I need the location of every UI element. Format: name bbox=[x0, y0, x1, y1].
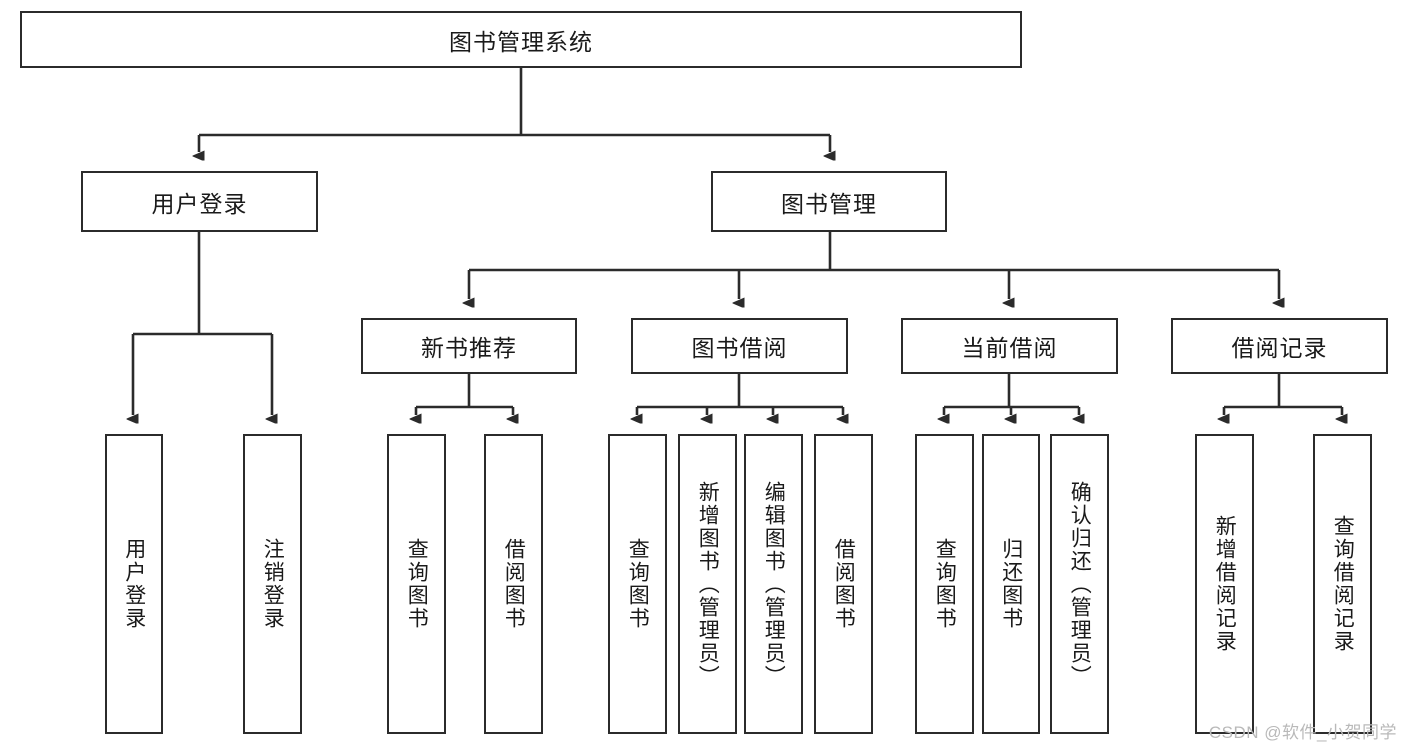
node-leaf-query-book[interactable]: 查询图书 bbox=[608, 434, 667, 734]
node-leaf-borrow-book[interactable]: 借阅图书 bbox=[814, 434, 873, 734]
node-root-label: 图书管理系统 bbox=[449, 28, 593, 55]
node-book-manage-label: 图书管理 bbox=[781, 190, 877, 217]
node-borrow-record-label: 借阅记录 bbox=[1231, 335, 1328, 361]
node-leaf-confirm-return-admin-label: 确认归还（管理员） bbox=[1068, 480, 1092, 688]
node-leaf-logout-label: 注销登录 bbox=[261, 538, 285, 630]
node-leaf-return-book-label: 归还图书 bbox=[999, 538, 1023, 630]
node-leaf-query-book-cur[interactable]: 查询图书 bbox=[915, 434, 974, 734]
node-book-manage[interactable]: 图书管理 bbox=[711, 171, 947, 232]
node-leaf-query-borrow-record[interactable]: 查询借阅记录 bbox=[1313, 434, 1372, 734]
node-leaf-add-book-admin-label: 新增图书（管理员） bbox=[696, 480, 720, 688]
node-leaf-query-borrow-record-label: 查询借阅记录 bbox=[1331, 515, 1355, 653]
node-leaf-add-book-admin[interactable]: 新增图书（管理员） bbox=[678, 434, 737, 734]
node-leaf-return-book[interactable]: 归还图书 bbox=[982, 434, 1040, 734]
node-user-login[interactable]: 用户登录 bbox=[81, 171, 318, 232]
node-borrow-record[interactable]: 借阅记录 bbox=[1171, 318, 1388, 374]
node-leaf-user-login[interactable]: 用户登录 bbox=[105, 434, 163, 734]
node-current-borrow[interactable]: 当前借阅 bbox=[901, 318, 1118, 374]
node-current-borrow-label: 当前借阅 bbox=[961, 335, 1058, 361]
node-leaf-add-borrow-record[interactable]: 新增借阅记录 bbox=[1195, 434, 1254, 734]
node-user-login-label: 用户登录 bbox=[151, 190, 248, 217]
node-leaf-query-book-rec-label: 查询图书 bbox=[405, 538, 429, 630]
node-leaf-add-borrow-record-label: 新增借阅记录 bbox=[1213, 515, 1237, 653]
node-book-borrow[interactable]: 图书借阅 bbox=[631, 318, 848, 374]
node-new-book-recommend[interactable]: 新书推荐 bbox=[361, 318, 577, 374]
node-leaf-query-book-rec[interactable]: 查询图书 bbox=[387, 434, 446, 734]
node-leaf-edit-book-admin[interactable]: 编辑图书（管理员） bbox=[744, 434, 803, 734]
node-book-borrow-label: 图书借阅 bbox=[691, 335, 788, 361]
watermark: CSDN @软件_小贺同学 bbox=[1208, 723, 1397, 742]
node-leaf-borrow-book-label: 借阅图书 bbox=[832, 538, 856, 630]
node-leaf-borrow-book-rec-label: 借阅图书 bbox=[502, 538, 526, 630]
node-leaf-user-login-label: 用户登录 bbox=[122, 538, 146, 630]
node-root[interactable]: 图书管理系统 bbox=[20, 11, 1022, 68]
node-leaf-confirm-return-admin[interactable]: 确认归还（管理员） bbox=[1050, 434, 1109, 734]
node-leaf-logout[interactable]: 注销登录 bbox=[243, 434, 302, 734]
node-new-book-recommend-label: 新书推荐 bbox=[421, 335, 517, 361]
node-leaf-query-book-label: 查询图书 bbox=[626, 538, 650, 630]
node-leaf-borrow-book-rec[interactable]: 借阅图书 bbox=[484, 434, 543, 734]
node-leaf-edit-book-admin-label: 编辑图书（管理员） bbox=[762, 480, 786, 688]
node-leaf-query-book-cur-label: 查询图书 bbox=[933, 538, 957, 630]
